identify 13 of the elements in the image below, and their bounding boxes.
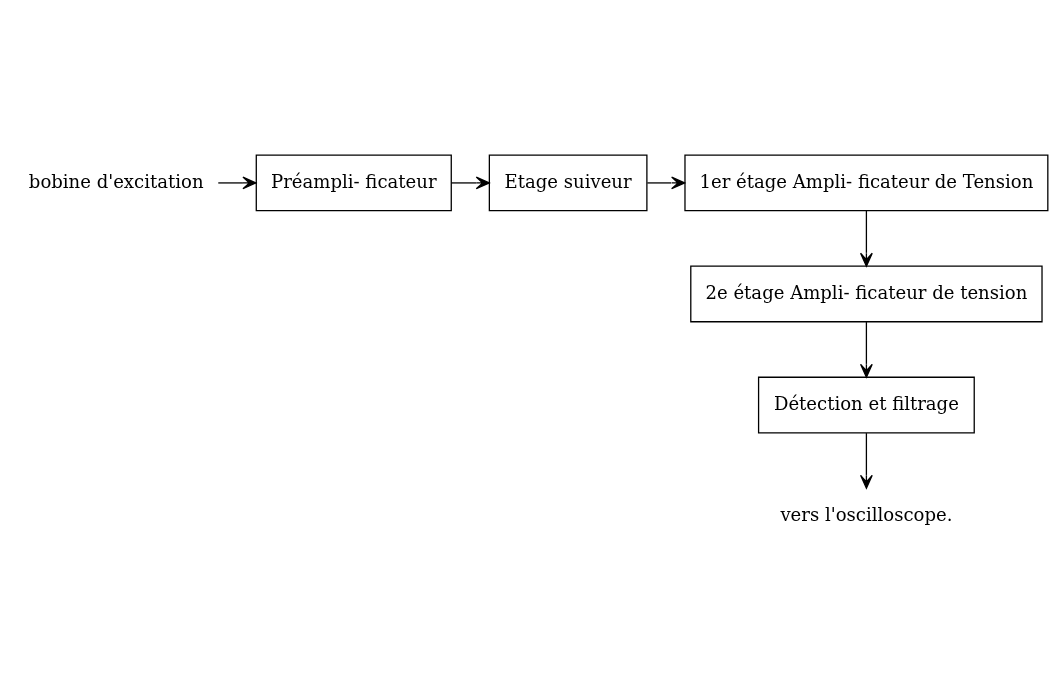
arrow — [859, 320, 873, 378]
node-text: bobine d'excitation — [28, 170, 204, 192]
arrow — [217, 175, 257, 189]
arrow — [859, 209, 873, 267]
node-box: 2e étage Ampli- ficateur de tension — [690, 265, 1043, 322]
arrow — [450, 175, 490, 189]
node-box: 1er étage Ampli- ficateur de Tension — [684, 154, 1049, 211]
node-text: vers l'oscilloscope. — [780, 503, 953, 525]
node-box: Détection et filtrage — [757, 376, 975, 433]
arrow — [859, 431, 873, 489]
node-box: Etage suiveur — [488, 154, 648, 211]
node-box: Préampli- ficateur — [255, 154, 452, 211]
arrow — [646, 175, 686, 189]
